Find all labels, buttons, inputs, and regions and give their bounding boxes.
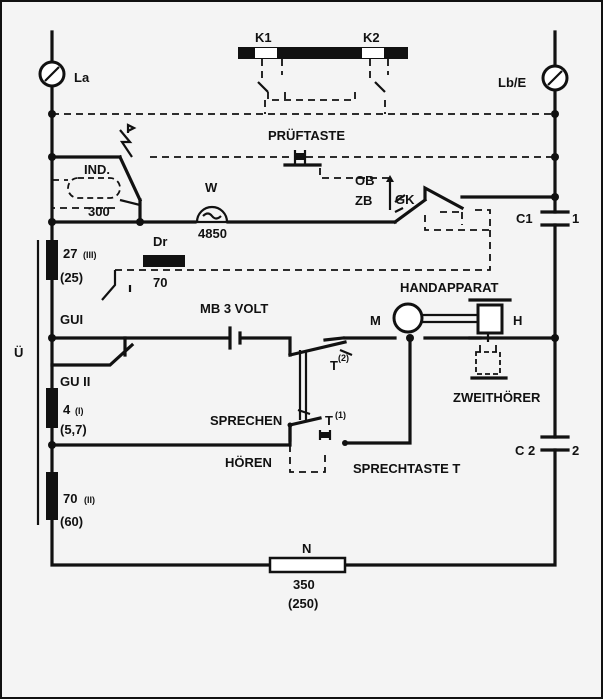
label-zweithoerer: ZWEITHÖRER [453, 390, 541, 405]
label-c1-number: 1 [572, 211, 579, 226]
label-4: 4 [63, 402, 71, 417]
talk-button [287, 348, 353, 473]
label-250: (250) [288, 596, 318, 611]
label-mb: MB 3 VOLT [200, 301, 268, 316]
label-lbe: Lb/E [498, 75, 526, 90]
label-4-sub: (I) [75, 406, 84, 416]
capacitor-c2 [540, 435, 570, 452]
label-gu2: GU II [60, 374, 90, 389]
label-300: 300 [88, 204, 110, 219]
bell-w [195, 205, 229, 224]
labels: La Lb/E K1 K2 PRÜFTASTE IND. 300 W 4850 … [14, 30, 579, 611]
label-70: 70 [63, 491, 77, 506]
battery-mb [228, 326, 242, 350]
label-27: 27 [63, 246, 77, 261]
lamp-la [38, 60, 66, 88]
label-c2-number: 2 [572, 443, 579, 458]
label-c2: C 2 [515, 443, 535, 458]
label-5-7: (5,7) [60, 422, 87, 437]
label-hoeren: HÖREN [225, 455, 272, 470]
label-sprechtaste: SPRECHTASTE T [353, 461, 460, 476]
label-k1: K1 [255, 30, 272, 45]
gk-switch [115, 175, 491, 271]
label-sprechen: SPRECHEN [210, 413, 282, 428]
label-ind: IND. [84, 162, 110, 177]
label-dr: Dr [153, 234, 167, 249]
relay-bar-k1-k2 [52, 47, 555, 115]
label-la: La [74, 70, 90, 85]
label-ob: OB [355, 173, 375, 188]
resistor-n [268, 556, 347, 574]
label-60: (60) [60, 514, 83, 529]
label-zb: ZB [355, 193, 372, 208]
junctions [48, 110, 559, 449]
label-350: 350 [293, 577, 315, 592]
lamp-lbe [541, 64, 569, 92]
label-prueftaste: PRÜFTASTE [268, 128, 345, 143]
label-dr-70: 70 [153, 275, 167, 290]
label-c1: C1 [516, 211, 533, 226]
test-button [150, 150, 555, 179]
label-4850: 4850 [198, 226, 227, 241]
coils [36, 240, 58, 525]
capacitor-c1 [540, 210, 570, 227]
label-h: H [513, 313, 522, 328]
label-t1: T [325, 413, 333, 428]
label-70-sub: (II) [84, 495, 95, 505]
label-handapparat: HANDAPPARAT [400, 280, 499, 295]
label-m: M [370, 313, 381, 328]
label-25: (25) [60, 270, 83, 285]
label-u: Ü [14, 345, 23, 360]
ind-switch [51, 123, 143, 209]
label-gk: GK [395, 192, 415, 207]
label-gu1: GUI [60, 312, 83, 327]
handset [392, 298, 512, 380]
label-k2: K2 [363, 30, 380, 45]
inductor-dr [101, 255, 185, 301]
label-w: W [205, 180, 218, 195]
label-27-sub: (III) [83, 250, 97, 260]
label-t2: T [330, 358, 338, 373]
label-t1-number: (1) [335, 410, 346, 420]
label-n: N [302, 541, 311, 556]
label-t2-number: (2) [338, 353, 349, 363]
